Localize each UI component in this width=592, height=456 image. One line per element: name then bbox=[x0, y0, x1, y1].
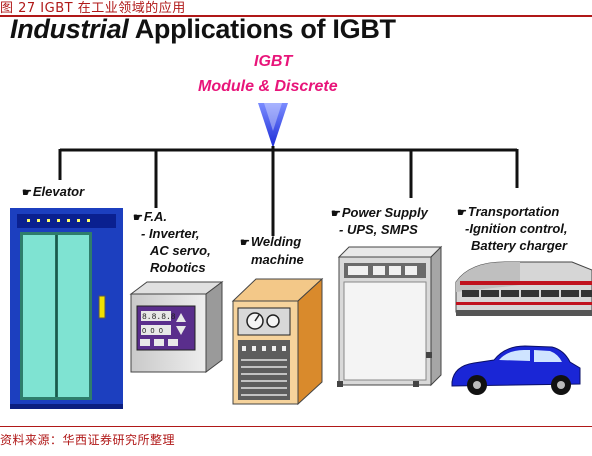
label-fa-line4: Robotics bbox=[150, 260, 206, 275]
pointing-hand-icon: ☛ bbox=[240, 237, 250, 249]
source-note: 资料来源：华西证券研究所整理 bbox=[0, 433, 176, 447]
pointing-hand-icon: ☛ bbox=[22, 187, 32, 199]
pointing-hand-icon: ☛ bbox=[133, 212, 143, 224]
label-transportation: ☛Transportation bbox=[457, 204, 560, 219]
label-welding-line2: machine bbox=[251, 252, 304, 267]
train-icon bbox=[455, 261, 592, 316]
label-fa-line2: - Inverter, bbox=[141, 226, 200, 241]
label-transportation-line3: Battery charger bbox=[471, 238, 568, 253]
label-transportation-line2: -Ignition control, bbox=[465, 221, 568, 236]
pointing-hand-icon: ☛ bbox=[331, 208, 341, 220]
label-welding: ☛Welding bbox=[240, 234, 302, 249]
down-arrow-icon bbox=[258, 103, 288, 148]
label-fa-line3: AC servo, bbox=[150, 243, 211, 258]
welding-machine-icon bbox=[231, 277, 324, 406]
label-power-supply: ☛Power Supply bbox=[331, 205, 428, 220]
figure-caption: 图 27 IGBT 在工业领域的应用 bbox=[0, 1, 186, 16]
connector-lines bbox=[58, 146, 519, 236]
title-rest: Applications of IGBT bbox=[128, 14, 396, 44]
pointing-hand-icon: ☛ bbox=[457, 207, 467, 219]
svg-text:8.8.8.8: 8.8.8.8 bbox=[142, 313, 176, 322]
title-italic: Industrial bbox=[10, 14, 129, 44]
elevator-icon bbox=[10, 208, 123, 409]
svg-text:O O O: O O O bbox=[142, 328, 163, 336]
label-power-supply-line2: - UPS, SMPS bbox=[339, 222, 418, 237]
igbt-label: IGBT bbox=[254, 53, 293, 70]
inverter-box-icon: 8.8.8.8 O O O bbox=[129, 281, 224, 373]
label-elevator: ☛Elevator bbox=[22, 184, 85, 199]
car-icon bbox=[451, 345, 581, 395]
label-fa: ☛F.A. bbox=[133, 209, 167, 224]
power-supply-icon bbox=[337, 245, 443, 387]
bottom-rule bbox=[0, 426, 592, 427]
top-rule bbox=[0, 15, 592, 17]
igbt-subtitle: Module & Discrete bbox=[198, 78, 338, 95]
diagram-title: Industrial Applications of IGBT bbox=[10, 14, 396, 45]
